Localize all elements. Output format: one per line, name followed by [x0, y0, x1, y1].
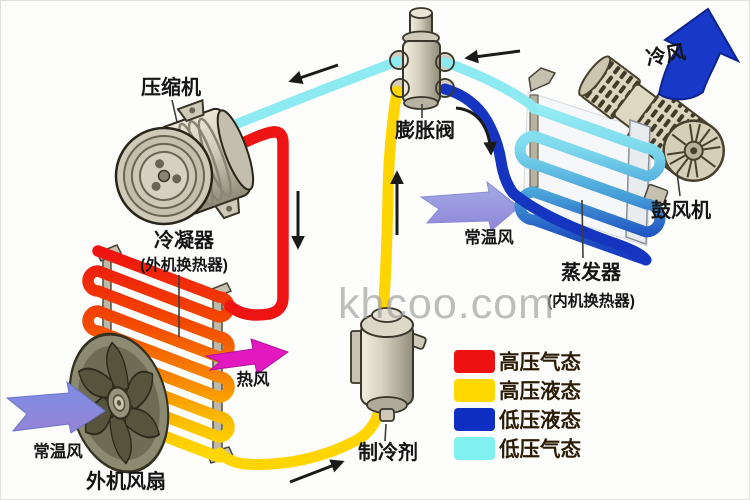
receiver-drier — [350, 307, 427, 422]
compressor-unit — [114, 98, 255, 226]
condenser-sub-label: (外机换热器) — [140, 255, 228, 274]
flow-arrows — [288, 49, 521, 484]
pipe-low-pressure-liquid — [439, 83, 652, 266]
legend-label-high-pressure-liquid: 高压液态 — [499, 379, 581, 403]
blower-label: 鼓风机 — [651, 198, 711, 222]
pipe-low-pressure-gas-from-evaporator — [440, 57, 539, 114]
legend-swatch-low-pressure-liquid — [454, 408, 495, 431]
expansion-valve-port-rings — [389, 50, 455, 98]
outdoor-fan — [68, 332, 170, 474]
hot-air-label: 热风 — [237, 369, 271, 389]
legend-swatch-high-pressure-liquid — [454, 379, 495, 402]
cold-air-arrow — [657, 7, 741, 101]
legend-label-high-pressure-gas: 高压气态 — [499, 350, 581, 374]
pipe-high-pressure-liquid-up — [378, 85, 403, 327]
legend-label-low-pressure-liquid: 低压液态 — [498, 408, 581, 432]
ambient-air-arrow-fan — [5, 380, 106, 434]
condenser-coil — [82, 245, 235, 463]
expansion-valve — [389, 7, 455, 110]
flow-arrow-to-compressor — [288, 63, 339, 84]
ambient-air-fan-label: 常温风 — [33, 441, 83, 461]
legend-label-low-pressure-gas: 低压气态 — [498, 437, 581, 461]
pipe-high-pressure-gas — [224, 126, 289, 321]
flow-arrow-to-evaporator — [455, 106, 498, 156]
flow-arrow-to-receiver — [289, 459, 345, 484]
evaporator-sub-label: (内机换热器) — [547, 291, 635, 310]
expansion-valve-label: 膨胀阀 — [394, 118, 455, 142]
legend-swatch-low-pressure-gas — [454, 437, 495, 460]
outdoor-fan-label: 外机风扇 — [86, 469, 166, 493]
legend: 高压气态 高压液态 低压液态 低压气态 — [454, 350, 581, 461]
watermark-text: khcoo.com — [338, 280, 555, 328]
evaporator-label: 蒸发器 — [561, 260, 622, 284]
compressor-label: 压缩机 — [141, 75, 201, 99]
legend-swatch-high-pressure-gas — [454, 350, 495, 373]
pipe-high-pressure-liquid-bottom — [214, 405, 385, 470]
ambient-air-evaporator-label: 常温风 — [464, 227, 514, 247]
pipe-low-pressure-gas-to-compressor — [224, 56, 403, 132]
flow-arrow-to-valve — [464, 49, 521, 64]
evaporator-hanger-bracket — [528, 67, 557, 93]
hot-air-arrow — [204, 338, 290, 375]
ambient-air-arrow-evaporator — [419, 180, 520, 232]
pointer-lines — [171, 99, 681, 442]
condenser-label: 冷凝器 — [154, 228, 215, 252]
refrigerant-label: 制冷剂 — [358, 440, 418, 464]
